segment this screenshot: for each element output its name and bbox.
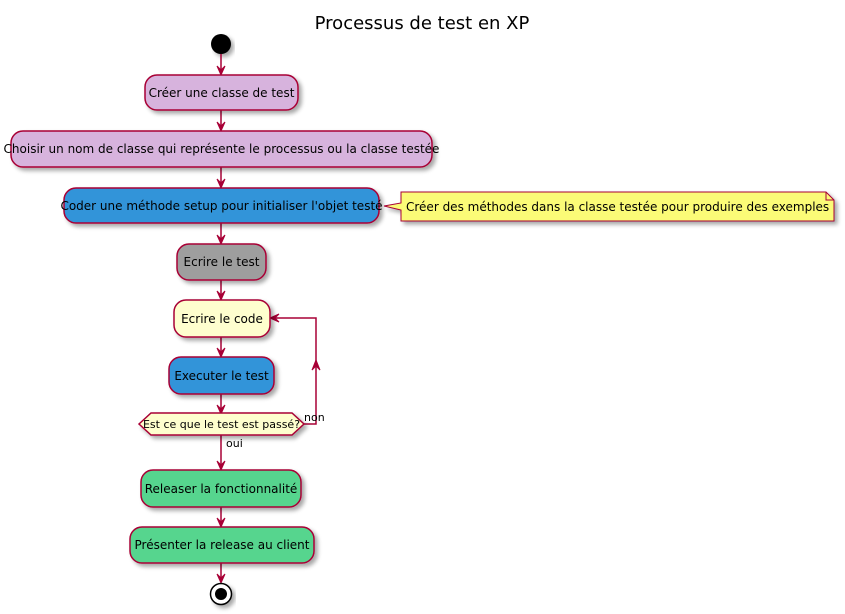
note-text: Créer des méthodes dans la classe testée…: [406, 200, 829, 214]
edge-loop-non: [271, 317, 317, 425]
arrowhead: [216, 404, 226, 416]
activity-label: Présenter la release au client: [135, 538, 310, 552]
arrowhead: [216, 121, 226, 133]
start-node: [211, 34, 231, 54]
arrowhead: [216, 347, 226, 359]
activity-choose-class-name: Choisir un nom de classe qui représente …: [4, 130, 440, 168]
decision-test-passed: Est ce que le test est passé?: [137, 412, 306, 436]
arrowhead: [216, 65, 226, 77]
activity-write-code: Ecrire le code: [173, 299, 271, 338]
arrowhead: [311, 358, 321, 371]
activity-label: Choisir un nom de classe qui représente …: [4, 142, 440, 156]
activity-label: Executer le test: [174, 369, 269, 383]
activity-run-test: Executer le test: [168, 356, 275, 395]
arrowhead: [268, 313, 280, 323]
activity-present-release: Présenter la release au client: [129, 526, 315, 564]
arrowhead: [216, 460, 226, 472]
activity-write-test: Ecrire le test: [176, 243, 267, 281]
arrowhead: [216, 290, 226, 302]
note: Créer des méthodes dans la classe testée…: [383, 191, 835, 222]
activity-label: Ecrire le code: [181, 312, 263, 326]
activity-code-setup-method: Coder une méthode setup pour initialiser…: [60, 187, 383, 224]
branch-label-no: non: [304, 411, 325, 424]
diagram-title: Processus de test en XP: [315, 13, 530, 34]
activity-label: Coder une méthode setup pour initialiser…: [60, 199, 382, 213]
arrowhead: [216, 517, 226, 529]
activity-label: Ecrire le test: [184, 255, 260, 269]
edges: [216, 54, 321, 585]
decision-label: Est ce que le test est passé?: [143, 418, 300, 431]
arrowhead: [216, 178, 226, 190]
activity-create-test-class: Créer une classe de test: [144, 74, 299, 111]
activity-label: Releaser la fonctionnalité: [145, 482, 298, 496]
arrowhead: [216, 573, 226, 585]
branch-label-yes: oui: [226, 437, 243, 450]
activity-release-feature: Releaser la fonctionnalité: [140, 469, 302, 508]
arrowhead: [216, 234, 226, 246]
activity-label: Créer une classe de test: [149, 86, 295, 100]
end-node: [209, 582, 233, 606]
